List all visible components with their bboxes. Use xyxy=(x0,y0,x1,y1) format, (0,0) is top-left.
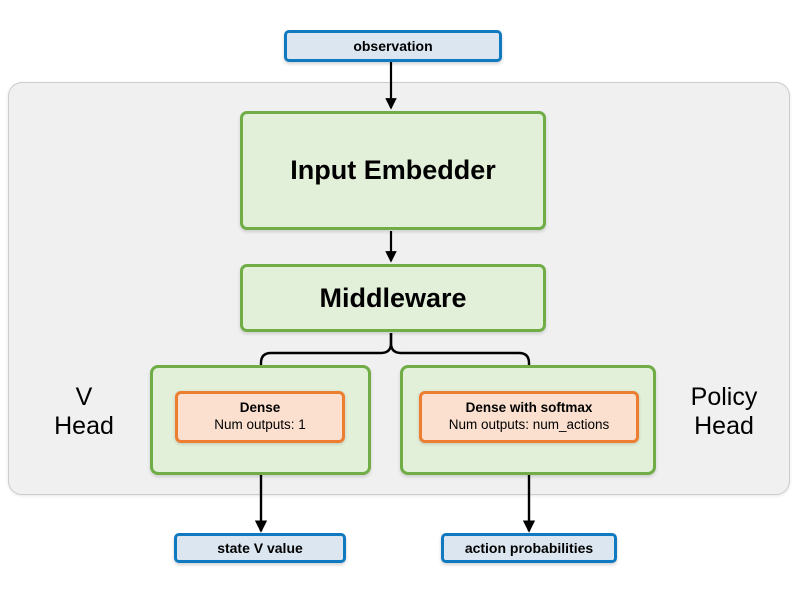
v-head-label: V Head xyxy=(24,383,144,441)
state-v-value-label: state V value xyxy=(217,540,303,556)
observation-label: observation xyxy=(353,38,433,54)
policy-head-label-line1: Policy xyxy=(690,383,758,411)
action-probabilities-node[interactable]: action probabilities xyxy=(441,533,617,563)
policy-head-label: Policy Head xyxy=(663,383,785,441)
state-v-value-node[interactable]: state V value xyxy=(174,533,346,563)
input-embedder-label: Input Embedder xyxy=(290,155,496,185)
observation-node[interactable]: observation xyxy=(284,30,502,62)
policy-head-label-line2: Head xyxy=(694,411,754,440)
v-head-dense-subtitle: Num outputs: 1 xyxy=(214,417,306,432)
input-embedder-node[interactable]: Input Embedder xyxy=(240,111,546,230)
policy-head-dense-node[interactable]: Dense with softmax Num outputs: num_acti… xyxy=(419,391,639,443)
action-probabilities-label: action probabilities xyxy=(464,540,594,556)
v-head-dense-node[interactable]: Dense Num outputs: 1 xyxy=(175,391,345,443)
policy-head-dense-title: Dense with softmax xyxy=(465,400,593,416)
v-head-label-line2: Head xyxy=(54,411,114,440)
v-head-label-line1: V xyxy=(75,383,93,411)
middleware-label: Middleware xyxy=(319,282,467,313)
policy-head-dense-subtitle: Num outputs: num_actions xyxy=(448,417,610,432)
middleware-node[interactable]: Middleware xyxy=(240,264,546,332)
v-head-dense-title: Dense xyxy=(239,400,281,416)
